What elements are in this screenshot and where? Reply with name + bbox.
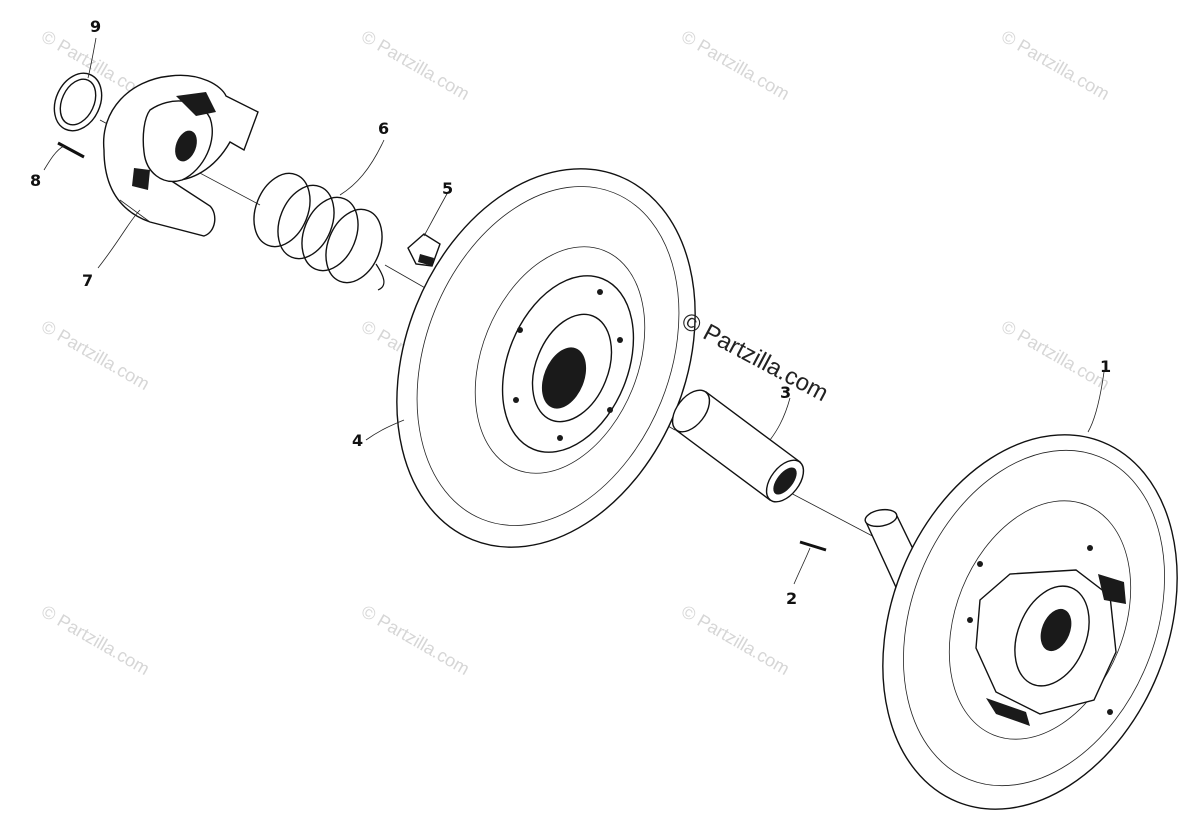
watermark: © Partzilla.com — [678, 601, 793, 679]
watermark: © Partzilla.com — [998, 26, 1113, 104]
callout-8: 8 — [30, 171, 41, 190]
part-roll-pin — [799, 540, 827, 552]
watermark: © Partzilla.com — [358, 26, 473, 104]
part-cam-housing — [102, 74, 259, 237]
callout-6: 6 — [378, 119, 389, 138]
part-moveable-sheave — [396, 168, 696, 548]
part-fixed-sheave — [864, 434, 1178, 810]
part-key-tab — [407, 233, 441, 267]
callout-3: 3 — [780, 383, 791, 402]
callout-9: 9 — [90, 17, 101, 36]
callout-1: 1 — [1100, 357, 1111, 376]
part-pin-small — [57, 141, 85, 159]
callout-2: 2 — [786, 589, 797, 608]
watermark: © Partzilla.com — [998, 316, 1113, 394]
callout-5: 5 — [442, 179, 453, 198]
watermark: © Partzilla.com — [678, 26, 793, 104]
part-snap-ring — [53, 72, 103, 132]
callout-7: 7 — [82, 271, 93, 290]
part-spring — [253, 172, 385, 291]
watermark: © Partzilla.com — [38, 601, 153, 679]
leader-lines — [43, 37, 1105, 585]
callout-labels: 9 8 7 6 5 4 3 2 1 — [30, 17, 1111, 608]
callout-4: 4 — [352, 431, 363, 450]
watermark: © Partzilla.com — [38, 316, 153, 394]
part-bushing-tube — [671, 389, 805, 503]
watermark: © Partzilla.com — [358, 601, 473, 679]
